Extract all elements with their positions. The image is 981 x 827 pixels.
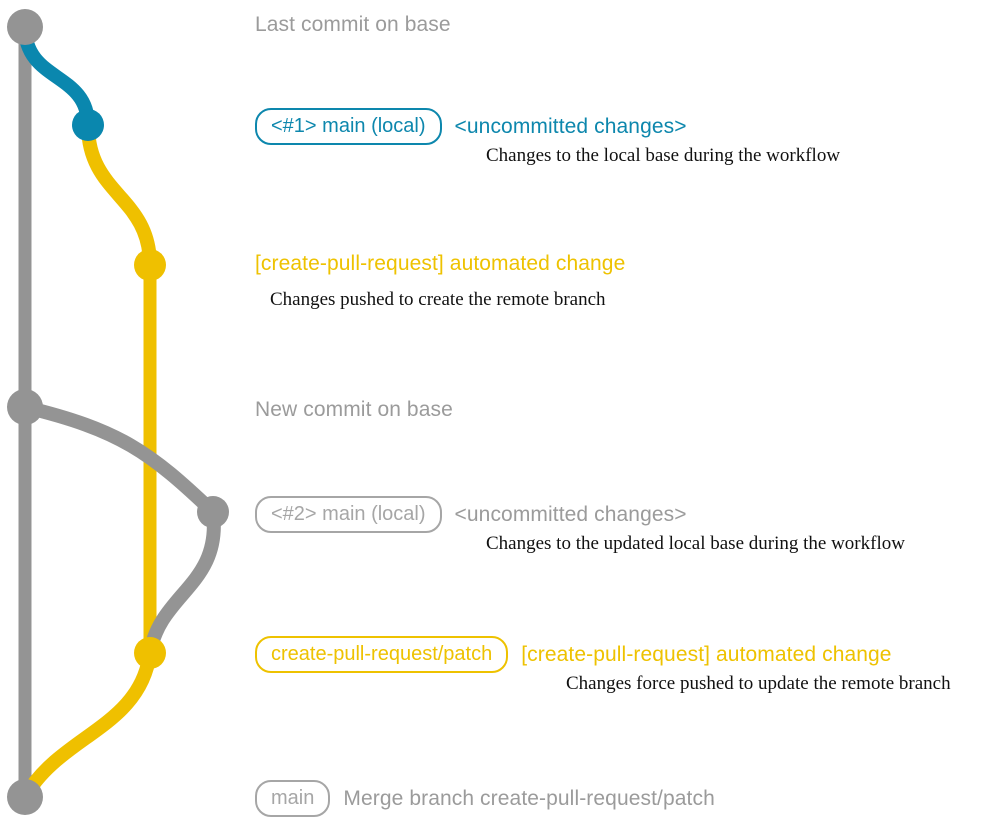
ref-badge-main-local-2[interactable]: <#2> main (local) (255, 496, 442, 533)
commit-node-local-1[interactable] (72, 109, 104, 141)
commit-subject-local-2: <uncommitted changes> (454, 502, 687, 526)
row-local-1: <#1> main (local) <uncommitted changes> (255, 108, 687, 145)
commit-node-last-commit-on-base[interactable] (7, 9, 43, 45)
edge-remote-2-to-merge (18, 646, 157, 804)
commit-node-remote-1[interactable] (134, 249, 166, 281)
heading-last-commit-on-base: Last commit on base (255, 13, 451, 36)
commit-subject-local-1: <uncommitted changes> (454, 114, 687, 138)
ref-badge-main-local-1[interactable]: <#1> main (local) (255, 108, 442, 145)
commit-description-local-2: Changes to the updated local base during… (486, 533, 905, 554)
heading-new-commit-on-base: New commit on base (255, 398, 453, 421)
row-remote-2: create-pull-request/patch [create-pull-r… (255, 636, 892, 673)
ref-badge-main[interactable]: main (255, 780, 331, 817)
edge-base-new-to-local-2 (18, 400, 220, 519)
commit-subject-remote-2: [create-pull-request] automated change (521, 642, 892, 666)
row-remote-1: [create-pull-request] automated change (255, 252, 625, 276)
commit-node-local-2[interactable] (197, 496, 229, 528)
edge-local-1-to-remote-1 (81, 118, 157, 272)
commit-subject-merge: Merge branch create-pull-request/patch (343, 786, 715, 810)
commit-node-remote-2[interactable] (134, 637, 166, 669)
ref-badge-create-pull-request-patch[interactable]: create-pull-request/patch (255, 636, 509, 673)
commit-subject-remote-1: [create-pull-request] automated change (255, 252, 626, 275)
commit-description-remote-1: Changes pushed to create the remote bran… (270, 289, 606, 310)
commit-description-remote-2: Changes force pushed to update the remot… (566, 673, 951, 694)
commit-description-local-1: Changes to the local base during the wor… (486, 145, 841, 166)
row-merge: main Merge branch create-pull-request/pa… (255, 780, 715, 817)
row-new-commit-on-base: New commit on base (255, 398, 453, 422)
commit-node-merge[interactable] (7, 779, 43, 815)
commit-node-new-commit-on-base[interactable] (7, 389, 43, 425)
row-local-2: <#2> main (local) <uncommitted changes> (255, 496, 687, 533)
edge-local-2-to-remote-2 (143, 505, 221, 660)
row-last-commit-on-base: Last commit on base (255, 13, 451, 37)
